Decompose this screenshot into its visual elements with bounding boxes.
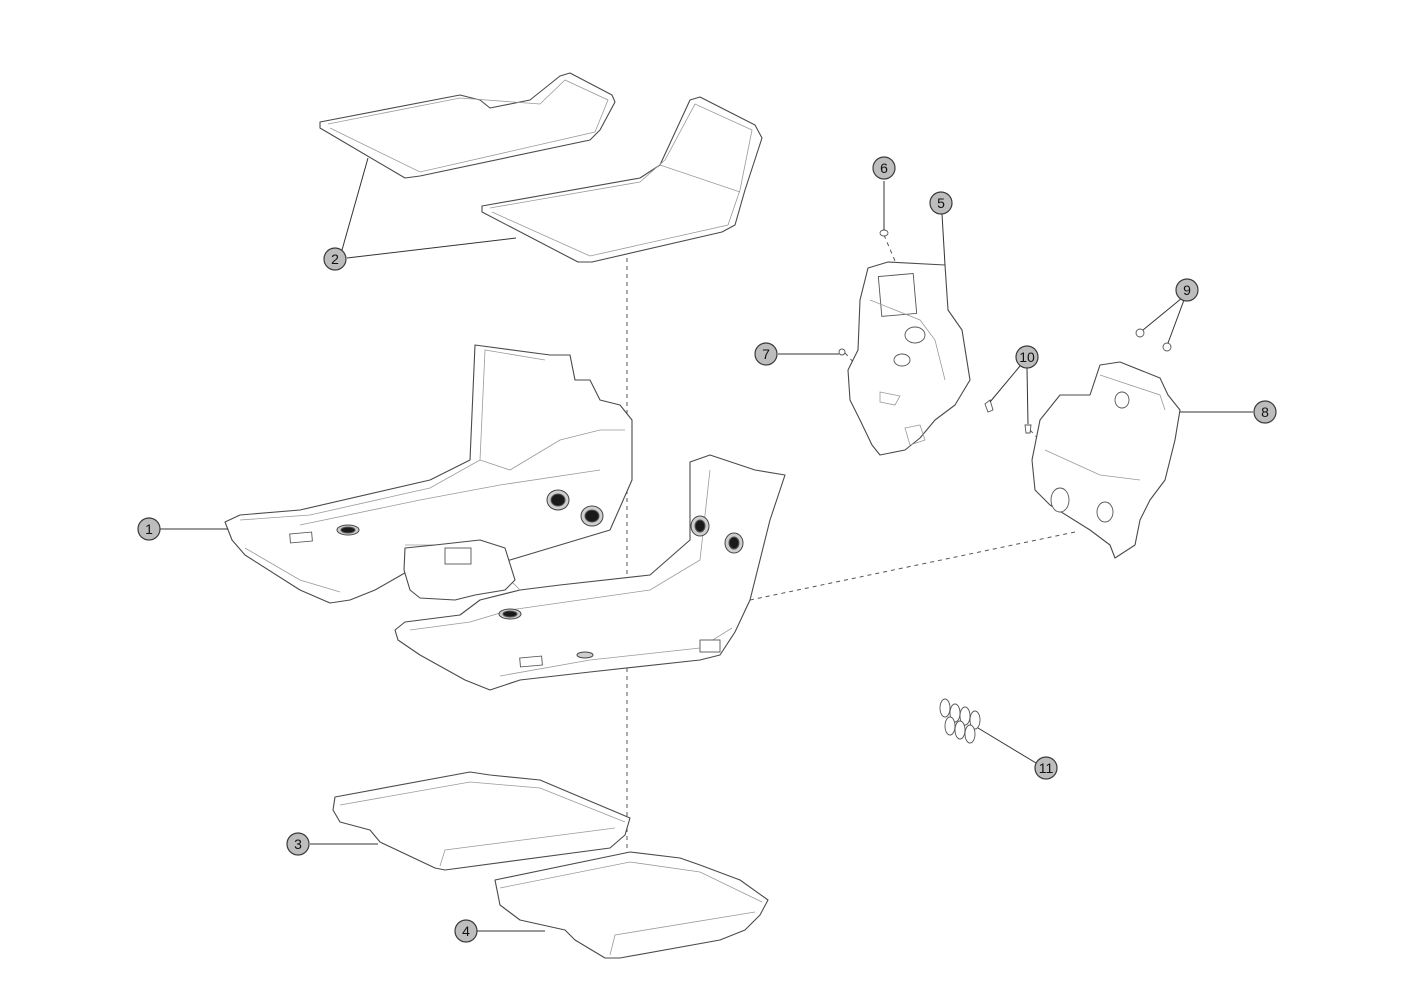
callout-2-label: 2 [331, 251, 339, 267]
side-trim-panel [847, 261, 971, 456]
callout-10-label: 10 [1019, 349, 1035, 365]
leader-2b [346, 237, 517, 259]
floor-mat-rear [319, 72, 616, 179]
callout-8-label: 8 [1261, 404, 1269, 420]
callout-9: 9 [1175, 278, 1199, 302]
callout-3-label: 3 [294, 836, 302, 852]
side-trim-panel-right [1031, 361, 1181, 559]
leader-2a [341, 157, 369, 251]
callout-1: 1 [137, 517, 161, 541]
callout-6: 6 [872, 156, 896, 180]
main-floor-carpet [224, 344, 633, 604]
callout-2: 2 [323, 247, 347, 271]
callout-8: 8 [1253, 400, 1277, 424]
clip-6 [879, 181, 889, 237]
callout-7: 7 [754, 342, 778, 366]
callout-9-label: 9 [1183, 282, 1191, 298]
center-tunnel [403, 539, 516, 601]
callout-6-label: 6 [880, 160, 888, 176]
callout-3: 3 [286, 832, 310, 856]
callout-5-label: 5 [937, 195, 945, 211]
callout-5: 5 [929, 191, 953, 215]
callout-4: 4 [454, 919, 478, 943]
callout-1-label: 1 [145, 521, 153, 537]
bolts-10 [984, 365, 1032, 434]
insulation-pad-front [494, 851, 769, 959]
callout-11-label: 11 [1039, 760, 1054, 776]
leader-5 [941, 213, 946, 266]
callout-10: 10 [1015, 345, 1039, 369]
insulation-pad-rear [332, 771, 631, 871]
callout-7-label: 7 [762, 346, 770, 362]
floor-mat-front [481, 96, 763, 263]
callout-11: 11 [1034, 756, 1058, 780]
callout-4-label: 4 [462, 923, 470, 939]
alignment-line-to-part-8 [749, 531, 1076, 601]
nuts-9 [1135, 297, 1185, 352]
plugs-11 [939, 698, 1037, 764]
screw-7 [778, 348, 846, 356]
